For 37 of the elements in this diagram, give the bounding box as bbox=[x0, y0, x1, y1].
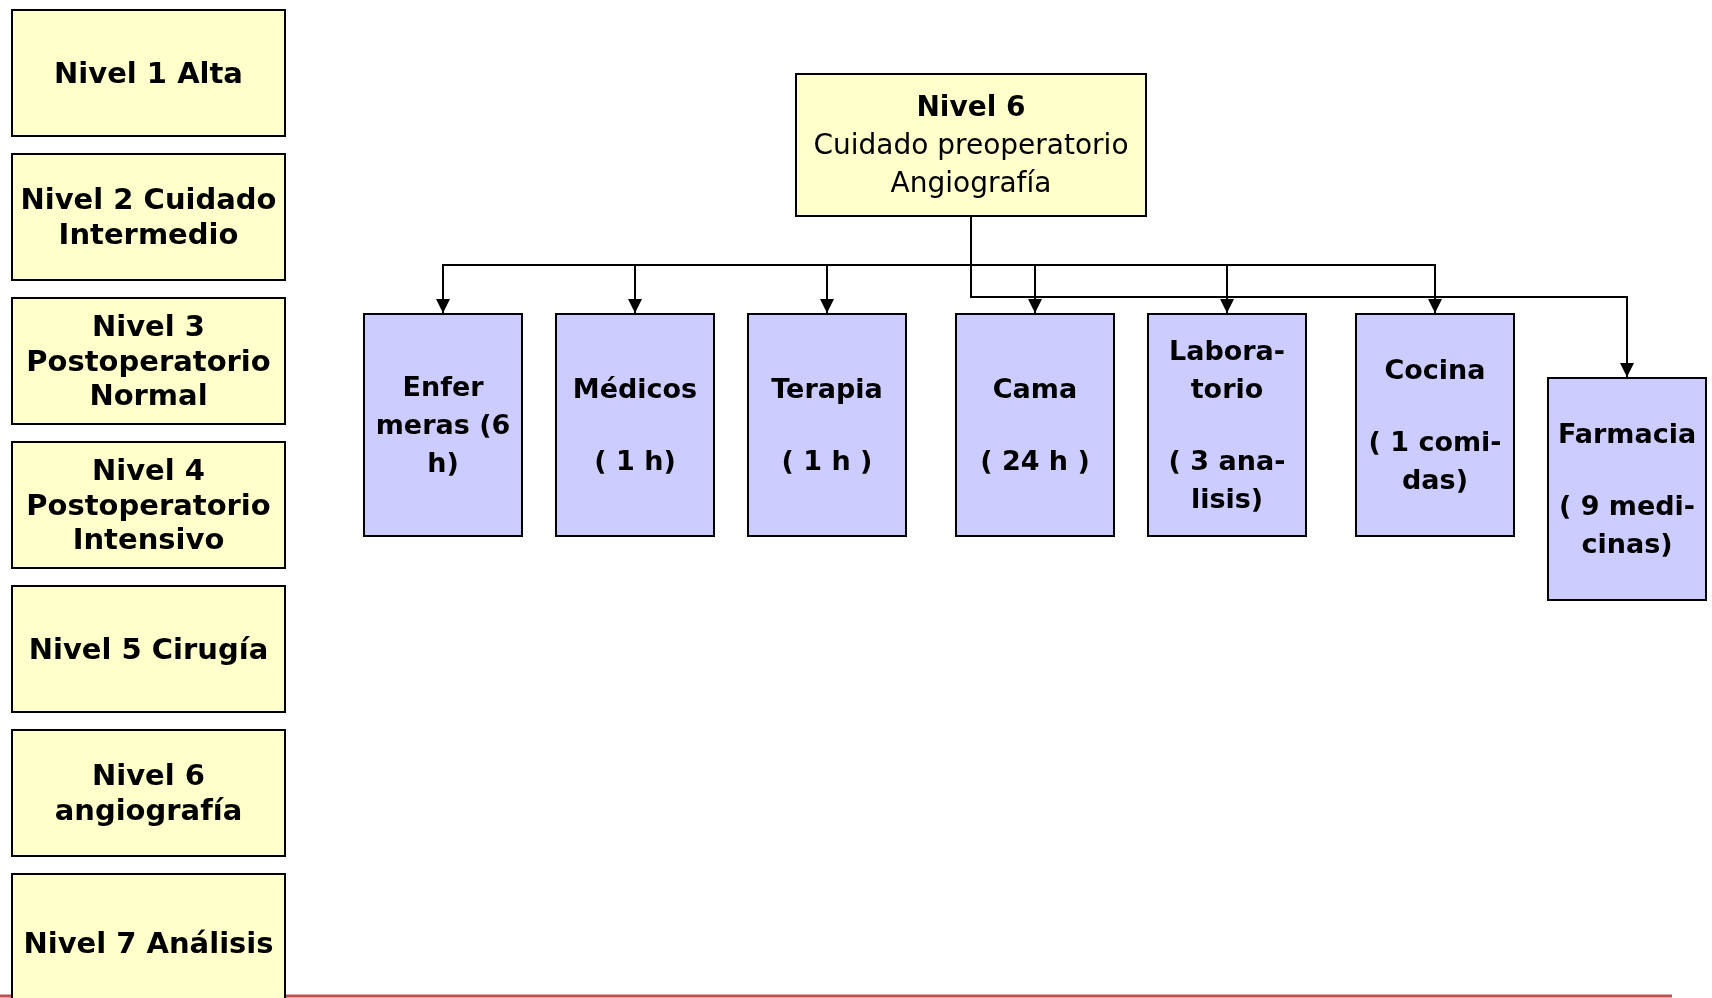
box-text: ( 1 h ) bbox=[781, 444, 873, 478]
box-title: Cama bbox=[992, 372, 1078, 407]
box-title: Nivel 7 Análisis bbox=[23, 925, 274, 961]
box-title: Médicos bbox=[572, 372, 698, 407]
resource-box bbox=[1355, 313, 1515, 537]
level-box bbox=[11, 297, 286, 425]
level-box bbox=[11, 873, 286, 998]
level-box bbox=[11, 585, 286, 713]
box-text: ( 3 ana- lisis) bbox=[1167, 444, 1287, 516]
resource-box bbox=[747, 313, 907, 537]
box-title: Nivel 2 Cuidado Intermedio bbox=[19, 182, 278, 252]
level-box bbox=[11, 729, 286, 857]
resource-box bbox=[363, 313, 523, 537]
box-text: Cuidado preoperatorio Angiografía bbox=[812, 127, 1130, 201]
box-title: Labora- torio bbox=[1167, 334, 1286, 407]
box-title: Enfer meras (6 h) bbox=[374, 370, 512, 480]
box-text: ( 9 medi- cinas) bbox=[1557, 489, 1697, 561]
box-title: Nivel 1 Alta bbox=[54, 55, 243, 91]
box-text: ( 24 h ) bbox=[980, 444, 1090, 478]
level-box bbox=[11, 153, 286, 281]
box-title: Nivel 6 angiografía bbox=[53, 758, 244, 828]
process-box bbox=[795, 73, 1147, 217]
resource-box bbox=[555, 313, 715, 537]
box-text: ( 1 comi- das) bbox=[1367, 425, 1503, 497]
box-title: Nivel 4 Postoperatorio Intensivo bbox=[25, 452, 272, 558]
resource-box bbox=[955, 313, 1115, 537]
level-box bbox=[11, 441, 286, 569]
box-title: Cocina bbox=[1384, 353, 1486, 388]
level-box bbox=[11, 9, 286, 137]
box-title: Nivel 6 bbox=[916, 89, 1026, 126]
box-title: Farmacia bbox=[1557, 417, 1697, 452]
resource-box bbox=[1147, 313, 1307, 537]
resource-box bbox=[1547, 377, 1707, 601]
box-title: Nivel 3 Postoperatorio Normal bbox=[25, 308, 272, 414]
box-title: Terapia bbox=[771, 372, 883, 407]
box-title: Nivel 5 Cirugía bbox=[28, 631, 269, 667]
box-text: ( 1 h) bbox=[594, 444, 676, 478]
